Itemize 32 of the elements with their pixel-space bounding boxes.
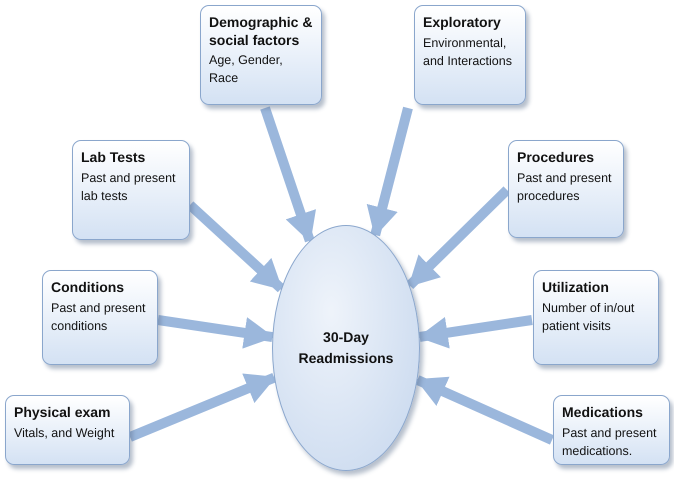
box-description: Past and present conditions — [51, 300, 147, 335]
box-description: Vitals, and Weight — [14, 424, 116, 442]
box-title: Conditions — [51, 279, 126, 296]
box-description: Past and present medications. — [562, 424, 658, 460]
arrow — [415, 375, 554, 445]
factor-box — [42, 270, 158, 365]
arrow — [418, 315, 533, 349]
arrow — [128, 372, 276, 442]
factor-box — [72, 140, 190, 240]
arrow — [157, 315, 274, 349]
factor-box — [553, 395, 670, 465]
factor-box — [200, 5, 322, 105]
box-description: Past and present procedures — [517, 170, 613, 205]
box-description: Age, Gender, Race — [209, 52, 284, 88]
factor-box — [5, 395, 130, 465]
box-title: Demographic & social factors — [209, 14, 313, 49]
box-title: Exploratory — [423, 14, 502, 32]
box-title: Medications — [562, 404, 644, 422]
box-title: Physical exam — [14, 404, 112, 422]
box-title: 30-Day Readmissions — [298, 328, 394, 368]
box-description: Past and present lab tests — [81, 170, 177, 205]
box-description: Number of in/out patient visits — [542, 300, 636, 335]
factor-box — [414, 5, 526, 105]
box-title: Lab Tests — [81, 149, 146, 166]
factor-box — [508, 140, 624, 238]
arrow — [366, 106, 413, 237]
arrow — [260, 106, 316, 243]
box-title: Procedures — [517, 149, 596, 166]
box-title: Utilization — [542, 279, 610, 296]
box-description: Environmental, and Interactions — [423, 34, 513, 70]
arrow — [406, 186, 510, 290]
factor-box — [533, 270, 659, 365]
